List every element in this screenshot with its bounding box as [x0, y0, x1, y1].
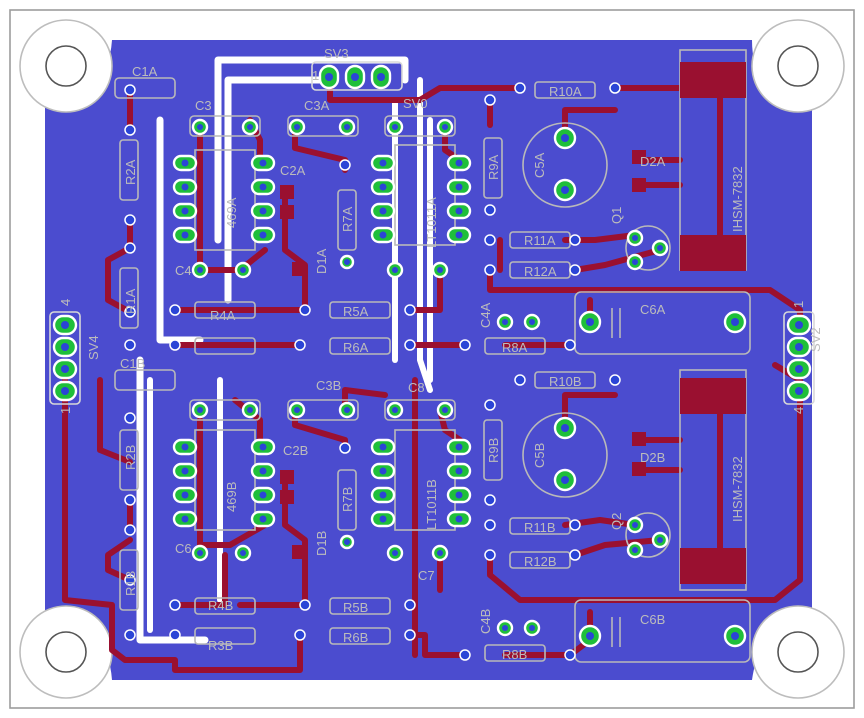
label-ihsm-bottom: IHSM-7832	[730, 456, 745, 522]
label-c4: C4	[175, 263, 192, 278]
label-c5a: C5A	[532, 152, 547, 178]
label-ic-lt1011a: LT1011A	[424, 197, 439, 248]
pads	[52, 64, 812, 648]
label-d1a: D1A	[314, 248, 329, 274]
label-c1a: C1A	[132, 64, 158, 79]
label-c4a: C4A	[478, 302, 493, 328]
label-c4b: C4B	[478, 609, 493, 634]
label-r7a: R7A	[340, 206, 355, 232]
label-c7: C7	[418, 568, 435, 583]
label-r3b: R3B	[208, 638, 233, 653]
label-r2a: R2A	[123, 159, 138, 185]
label-q1: Q1	[609, 207, 624, 224]
label-r4a: R4A	[210, 308, 236, 323]
label-c3b: C3B	[316, 378, 341, 393]
label-r11a: R11A	[524, 233, 556, 248]
label-sv2-pin4: 4	[791, 407, 806, 414]
component-labels: SV3 1 SV0 C1A C1B C3 C3A C3B C8 C2A C2B …	[58, 46, 823, 662]
label-r1a: R1A	[123, 288, 138, 314]
label-sv4-pin4: 4	[58, 299, 73, 306]
label-r12a: R12A	[524, 264, 557, 279]
label-ihsm-top: IHSM-7832	[730, 166, 745, 232]
label-d2b: D2B	[640, 450, 665, 465]
vias	[124, 82, 621, 661]
label-r10b: R10B	[549, 374, 582, 389]
label-c6: C6	[175, 541, 192, 556]
label-ic-lt1011b: LT1011B	[424, 479, 439, 530]
label-r7b: R7B	[340, 487, 355, 512]
label-r5a: R5A	[343, 304, 369, 319]
label-r8b: R8B	[502, 647, 527, 662]
label-c6b: C6B	[640, 612, 665, 627]
label-r6a: R6A	[343, 340, 369, 355]
mounting-hole-top-left	[19, 19, 113, 113]
label-c3a: C3A	[304, 98, 330, 113]
mounting-hole-bottom-left	[19, 605, 113, 699]
mounting-hole-top-right	[751, 19, 845, 113]
label-r11b: R11B	[524, 520, 556, 535]
label-c1b: C1B	[120, 356, 145, 371]
smd-parts	[280, 62, 746, 584]
label-r9b: R9B	[486, 438, 501, 463]
label-d2a: D2A	[640, 154, 666, 169]
label-c2a: C2A	[280, 163, 306, 178]
label-r10a: R10A	[549, 84, 582, 99]
label-q2: Q2	[609, 513, 624, 530]
label-r1b: R1B	[123, 571, 138, 596]
label-r12b: R12B	[524, 554, 557, 569]
label-r9a: R9A	[486, 154, 501, 180]
label-ic-469a: 469A	[224, 197, 239, 228]
label-sv2: SV2	[808, 327, 823, 352]
label-sv0: SV0	[403, 96, 428, 111]
label-c5b: C5B	[532, 443, 547, 468]
label-sv3-pin1: 1	[312, 68, 319, 83]
label-d1b: D1B	[314, 531, 329, 556]
red-traces	[62, 77, 803, 673]
label-c3: C3	[195, 98, 212, 113]
label-ic-469b: 469B	[224, 482, 239, 512]
mounting-hole-bottom-right	[751, 605, 845, 699]
label-sv2-pin1: 1	[791, 301, 806, 308]
label-c2b: C2B	[283, 443, 308, 458]
cleared-traces	[136, 56, 433, 644]
label-sv3: SV3	[324, 46, 349, 61]
label-r6b: R6B	[343, 630, 368, 645]
label-r8a: R8A	[502, 340, 528, 355]
label-c8: C8	[408, 380, 425, 395]
label-r5b: R5B	[343, 600, 368, 615]
label-r4b: R4B	[208, 598, 233, 613]
label-c6a: C6A	[640, 302, 666, 317]
label-sv4: SV4	[86, 335, 101, 360]
label-r2b: R2B	[123, 445, 138, 470]
label-sv4-pin1: 1	[58, 407, 73, 414]
